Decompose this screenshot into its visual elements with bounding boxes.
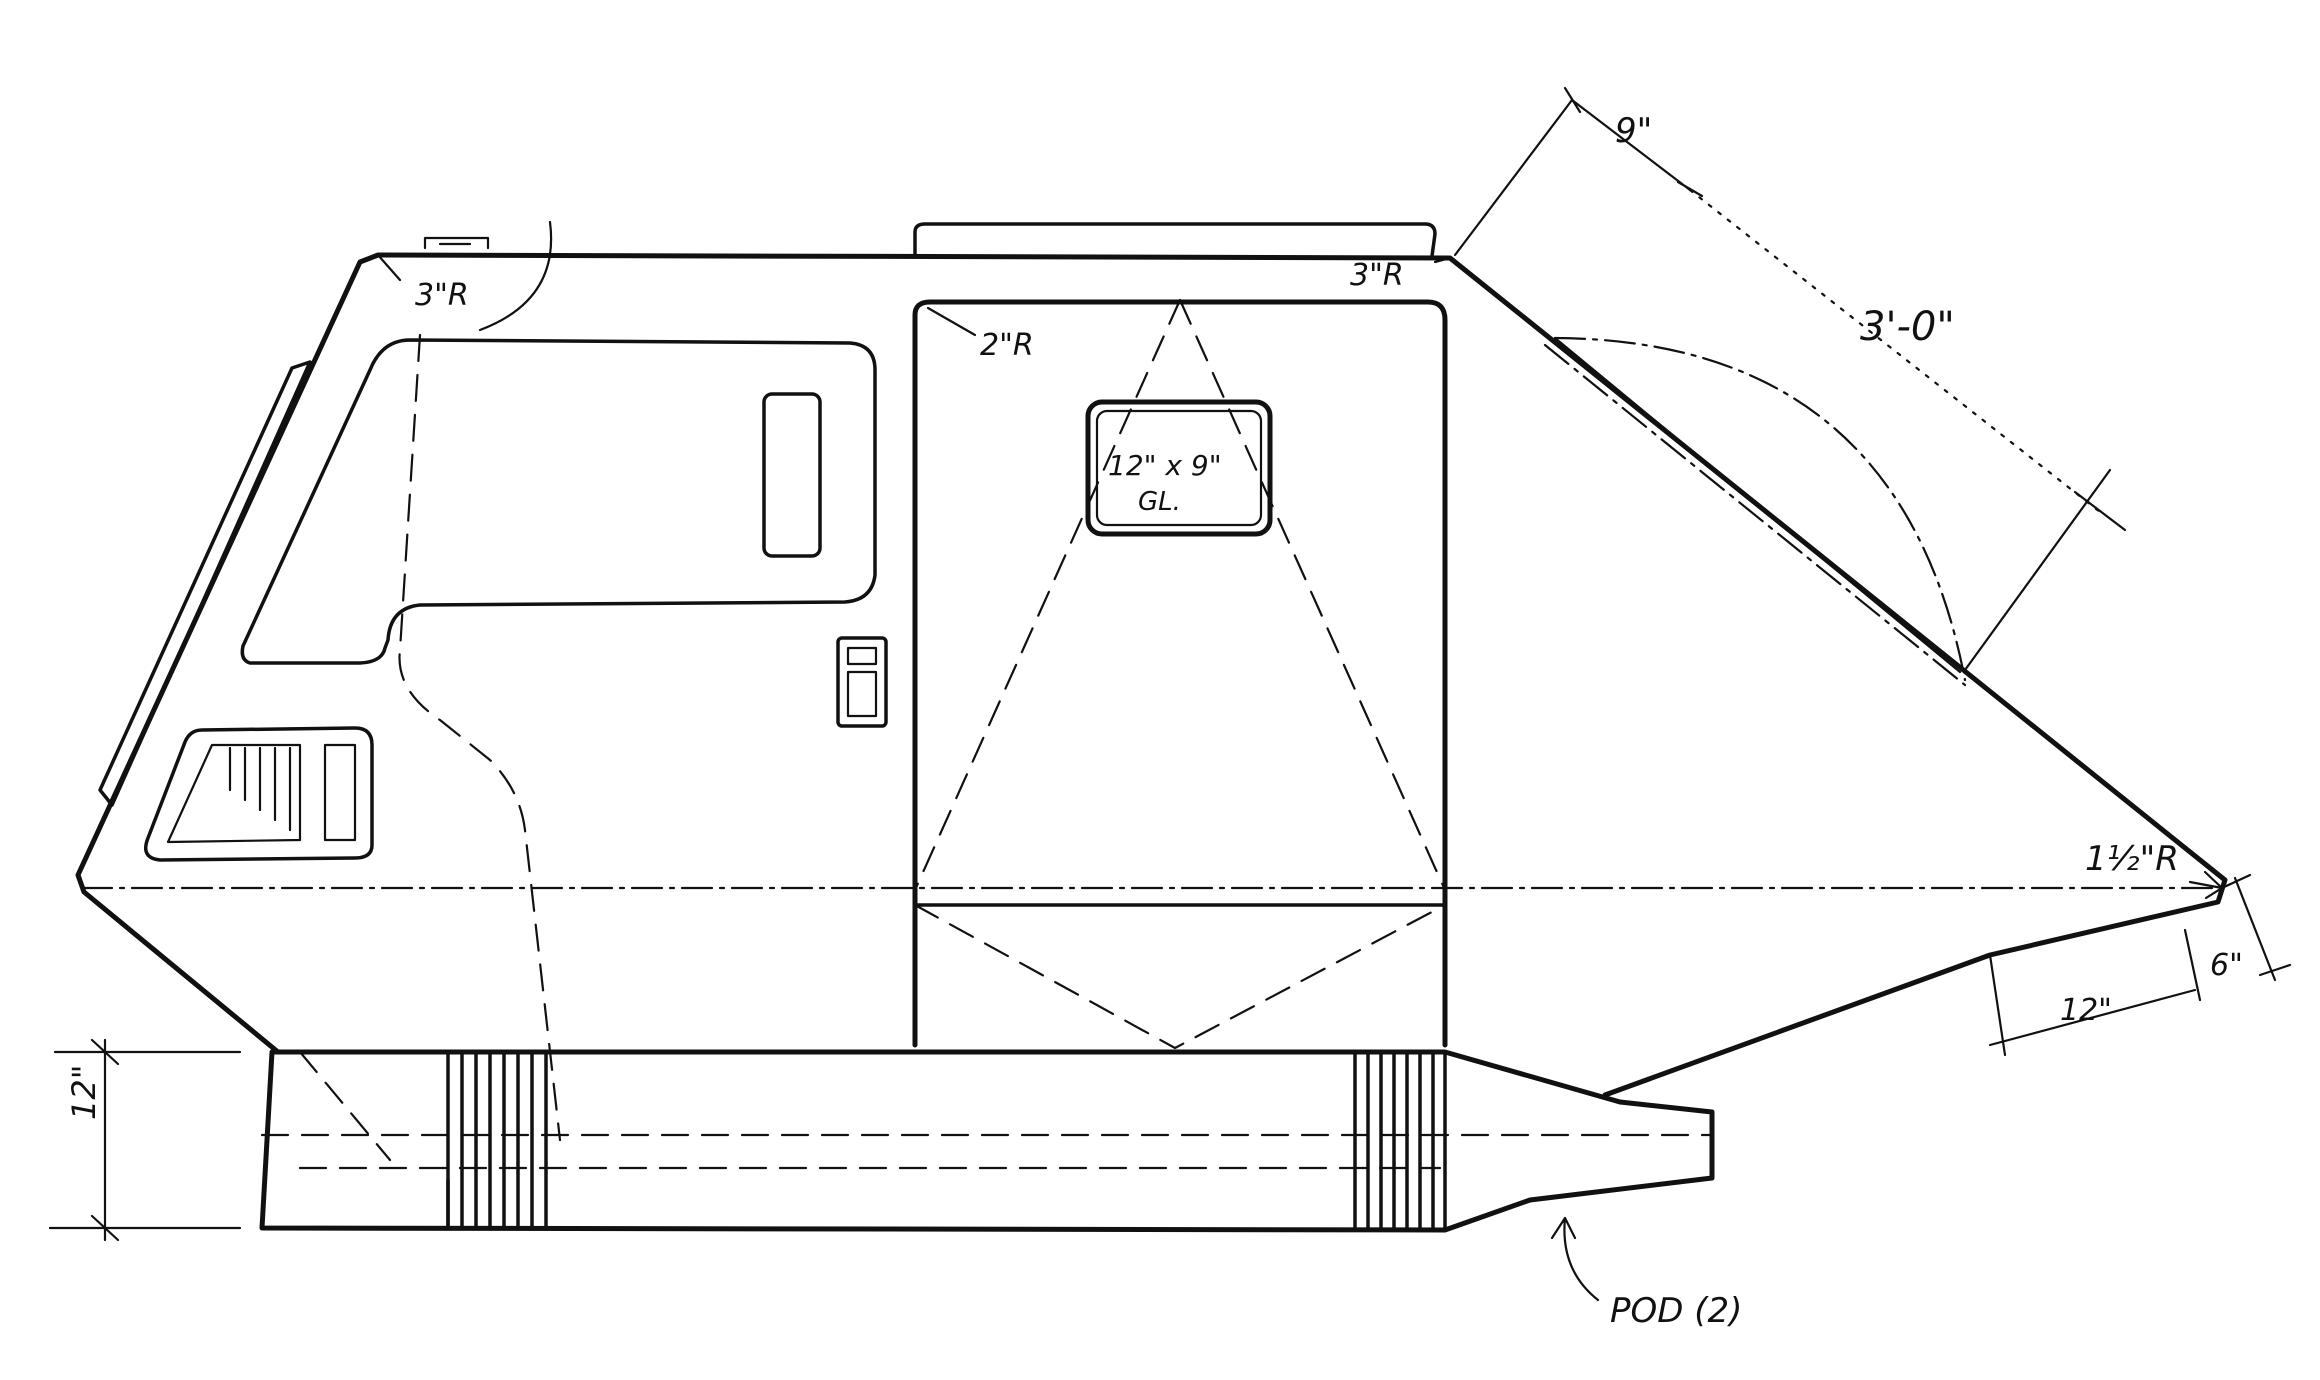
door: 12" x 9" GL. [912, 298, 1448, 1050]
cabin-window [240, 338, 877, 665]
dim-9in-label: 9" [1615, 111, 1652, 151]
nose-panel-line [1543, 343, 1967, 687]
dim-12in-pod-line [48, 1038, 242, 1242]
top-left-radius-leader [376, 220, 553, 332]
control-panel [836, 636, 888, 728]
top-right-radius-label: 3"R [1350, 258, 1404, 293]
dim-12in-nose-label: 12" [2060, 993, 2112, 1028]
control-panel-detail [846, 646, 878, 718]
top-right-radius-leader [1433, 256, 1452, 264]
door-opening-arc [913, 298, 1447, 1050]
small-port-window [762, 392, 822, 558]
door-radius-label: 2"R [980, 328, 1034, 363]
dim-3ft-ext [1453, 98, 2127, 672]
pod-callout-label: POD (2) [1610, 1291, 1742, 1331]
door-window-inner [1095, 409, 1263, 527]
side-rail [98, 360, 312, 807]
dim-12in-nose-line [1988, 928, 2202, 1057]
hull [75, 222, 2228, 1098]
pod-hidden-strut [298, 333, 562, 1162]
dim-3ft-line [1688, 188, 2102, 514]
top-left-radius-label: 3"R [415, 278, 469, 313]
dimensions: 3"R 3"R 2"R 9" 3'-0" 1½"R 6" 12" 12" [48, 86, 2292, 1242]
viewport-hatching [228, 746, 292, 832]
dim-6in-line [2220, 873, 2292, 982]
pod-callout-leader [1550, 1216, 1600, 1302]
nacelle-pod: POD (2) [259, 333, 1742, 1331]
hull-outline [75, 252, 2228, 1098]
door-radius-leader [926, 306, 977, 337]
door-outline [912, 299, 1448, 1048]
forward-viewport [144, 726, 374, 862]
window-glass-label: GL. [1138, 487, 1181, 517]
roof-hatch [913, 222, 1437, 258]
roof-antenna [423, 236, 490, 250]
dim-6in-label: 6" [2210, 948, 2243, 983]
forward-viewport-glass [166, 743, 357, 844]
nose-panel-line-2 [1553, 336, 1962, 674]
dim-12in-pod-label: 12" [65, 1065, 103, 1120]
nose-radius-label: 1½"R [2085, 839, 2179, 879]
cabin [144, 338, 888, 862]
pod-ribs-aft [446, 1050, 548, 1230]
dim-swing-arc [1553, 336, 1967, 682]
dim-3ft-label: 3'-0" [1860, 304, 1955, 350]
door-window [1085, 399, 1273, 537]
pod-aft-step [260, 1178, 450, 1230]
pod-ribs-fore [1353, 1050, 1435, 1230]
window-size-label: 12" x 9" [1108, 449, 1222, 482]
pod-body [259, 1049, 1715, 1233]
